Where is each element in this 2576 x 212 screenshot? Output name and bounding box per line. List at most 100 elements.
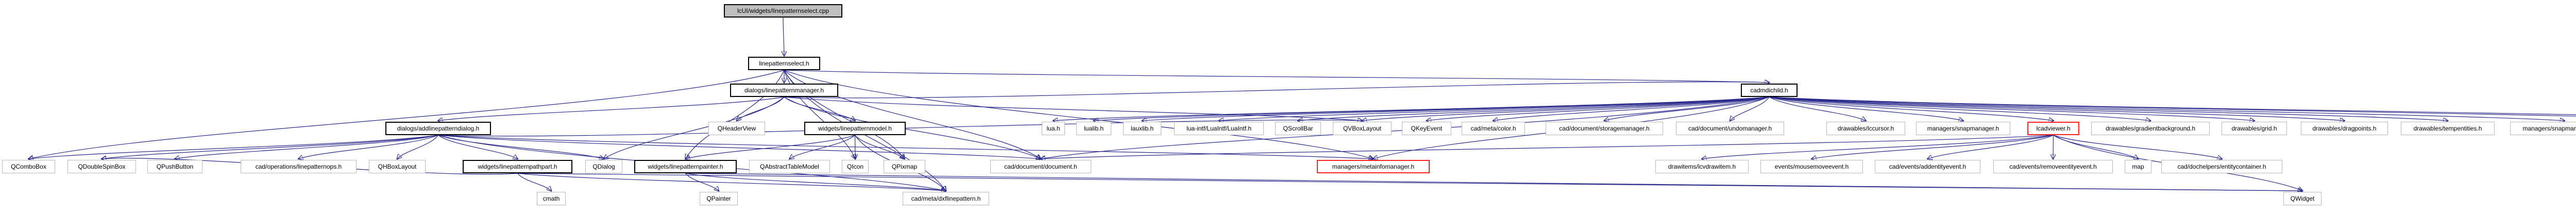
edge-lps_h-to-metainfo: [784, 70, 1374, 159]
graph-node-color_h: cad/meta/color.h: [1462, 122, 1525, 135]
edge-aldp-to-metainfo: [438, 135, 1374, 159]
graph-node-lps_h[interactable]: linepatternselect.h: [748, 57, 820, 70]
graph-node-storagemgr: cad/document/storagemanager.h: [1546, 122, 1663, 135]
edge-aldp-to-qpushbutton: [175, 135, 438, 159]
edge-painter-to-dxflp: [685, 173, 946, 191]
graph-node-rement: cad/events/removeentityevent.h: [1993, 160, 2113, 173]
edge-pathpart-to-cmath: [517, 173, 552, 191]
edge-cpp-to-lps_h: [783, 17, 784, 56]
edge-cadmdichild-to-qkeyevent: [1427, 96, 1770, 121]
edge-lps_h-to-qcombobox: [29, 70, 785, 159]
edge-cadmdichild-to-snapmgr: [1769, 96, 1963, 121]
graph-node-cpp[interactable]: lcUI/widgets/linepatternselect.cpp: [724, 4, 842, 18]
edge-lcadviewer-to-lcvdrawitem: [1702, 135, 2054, 159]
edge-cadmdichild-to-lauxlib: [1142, 96, 1770, 121]
edge-lcadviewer-to-document: [1041, 135, 2054, 159]
edge-lcadviewer-to-addent: [1928, 135, 2054, 159]
graph-node-qpainter: QPainter: [700, 192, 738, 205]
graph-node-undomgr: cad/document/undomanager.h: [1676, 122, 1784, 135]
graph-node-snapimpl: managers/snapmanagerimpl.h: [2510, 122, 2576, 135]
edge-cadmdichild-to-gradbg: [1769, 96, 2150, 121]
graph-node-lcadviewer[interactable]: lcadviewer.h: [2027, 122, 2079, 135]
graph-node-qicon: QIcon: [842, 160, 869, 173]
graph-node-cadmdichild[interactable]: cadmdichild.h: [1741, 84, 1798, 97]
graph-node-lpm_h[interactable]: dialogs/linepatternmanager.h: [730, 84, 838, 97]
edge-aldp-to-document: [438, 135, 1041, 159]
graph-node-qwidget: QWidget: [2283, 192, 2321, 205]
graph-node-metainfo[interactable]: managers/metainfomanager.h: [1317, 160, 1430, 173]
graph-node-lcvdrawitem: drawitems/lcvdrawitem.h: [1655, 160, 1749, 173]
edge-painter-to-qpainter: [685, 173, 719, 191]
edge-cadmdichild-to-lcadviewer: [1769, 96, 2054, 121]
edge-aldp-to-pathpart: [438, 135, 518, 159]
edge-lpmodel-to-qatm: [790, 135, 855, 159]
graph-node-gradbg: drawables/gradientbackground.h: [2091, 122, 2210, 135]
graph-node-qheaderview: QHeaderView: [708, 122, 765, 135]
edge-aldp-to-qcombobox: [29, 135, 438, 159]
graph-node-mousemove: events/mousemoveevent.h: [1760, 160, 1863, 173]
edge-lcadviewer-to-rement: [2053, 135, 2054, 159]
edge-lcadviewer-to-entcontainer: [2053, 135, 2222, 159]
graph-node-map: map: [2125, 160, 2151, 173]
edge-lpm_h-to-qdialog: [604, 96, 785, 159]
edge-cadmdichild-to-undoimpl: [1769, 96, 2576, 117]
graph-node-lccursor: drawables/lccursor.h: [1826, 122, 1905, 135]
edge-lpm_h-to-qvbox: [784, 96, 1362, 121]
edge-aldp-to-qhbox: [397, 135, 438, 159]
graph-node-qpushbutton: QPushButton: [147, 160, 202, 173]
graph-node-painter[interactable]: widgets/linepatternpainter.h: [634, 160, 737, 173]
graph-node-qatm: QAbstractTableModel: [749, 160, 830, 173]
edge-cadmdichild-to-snapimpl: [1769, 96, 2565, 121]
graph-node-lua: lua.h: [1042, 122, 1065, 135]
edge-cadmdichild-to-lualib: [1094, 96, 1770, 121]
edge-lpm_h-to-cadmdichild: [784, 82, 1769, 99]
edge-cadmdichild-to-grid: [1769, 96, 2255, 121]
graph-node-qdialog: QDialog: [585, 160, 622, 173]
graph-node-qdoublespin: QDoubleSpinBox: [67, 160, 136, 173]
graph-node-grid: drawables/grid.h: [2222, 122, 2287, 135]
edge-cadmdichild-to-luaintf: [1219, 96, 1770, 121]
edge-lpm_h-to-document: [784, 96, 1041, 159]
edge-lpmodel-to-qicon: [855, 135, 856, 159]
graph-node-aldp[interactable]: dialogs/addlinepatterndialog.h: [385, 122, 491, 135]
edge-cadmdichild-to-color_h: [1494, 96, 1770, 121]
edge-lpm_h-to-qheaderview: [737, 96, 785, 121]
graph-node-tempent: drawables/tempentities.h: [2401, 122, 2495, 135]
graph-node-lauxlib: lauxlib.h: [1123, 122, 1161, 135]
edge-cadmdichild-to-qvbox: [1362, 96, 1770, 121]
graph-node-lpmodel[interactable]: widgets/linepatternmodel.h: [804, 122, 906, 135]
edge-lcadviewer-to-mousemove: [1812, 135, 2054, 159]
graph-node-dxflp: cad/meta/dxflinepattern.h: [903, 192, 989, 205]
edge-pathpart-to-dxflp: [517, 173, 946, 191]
graph-node-lualib: lualib.h: [1076, 122, 1111, 135]
graph-node-snapmgr: managers/snapmanager.h: [1916, 122, 2010, 135]
graph-node-qkeyevent: QKeyEvent: [1402, 122, 1451, 135]
edge-lpmodel-to-qpixmap: [855, 135, 905, 159]
edge-cadmdichild-to-lccursor: [1769, 96, 1866, 121]
edge-cadmdichild-to-undomgr: [1730, 96, 1770, 121]
edge-cadmdichild-to-file_h: [1769, 96, 2576, 115]
graph-node-qvbox: QVBoxLayout: [1333, 122, 1392, 135]
edge-painter-to-qwidget: [685, 173, 2303, 191]
edge-cadmdichild-to-storagemgr: [1604, 96, 1770, 121]
edge-aldp-to-lpops: [299, 135, 438, 159]
edge-cadmdichild-to-qscrollbar: [1298, 96, 1770, 121]
graph-node-dragpoints: drawables/dragpoints.h: [2301, 122, 2388, 135]
graph-node-qhbox: QHBoxLayout: [369, 160, 426, 173]
graph-node-lpops: cad/operations/linepatternops.h: [241, 160, 357, 173]
graph-node-entcontainer: cad/dochelpers/entitycontainer.h: [2161, 160, 2282, 173]
graph-node-qpixmap: QPixmap: [884, 160, 925, 173]
edge-cadmdichild-to-dragpoints: [1769, 96, 2345, 121]
graph-node-luaintf: lua-intf/LuaIntf/LuaIntf.h: [1174, 122, 1264, 135]
edge-aldp-to-qdoublespin: [102, 135, 438, 159]
graph-node-addent: cad/events/addentityevent.h: [1875, 160, 1980, 173]
graph-node-qscrollbar: QScrollBar: [1275, 122, 1321, 135]
edge-lpmodel-to-painter: [686, 135, 855, 159]
edge-lps_h-to-cadmdichild: [784, 70, 1769, 83]
graph-node-pathpart[interactable]: widgets/linepatternpathpart.h: [463, 160, 572, 173]
edge-cadmdichild-to-tempent: [1769, 96, 2448, 121]
edge-lpm_h-to-aldp: [438, 96, 785, 121]
graph-node-document: cad/document/document.h: [990, 160, 1091, 173]
